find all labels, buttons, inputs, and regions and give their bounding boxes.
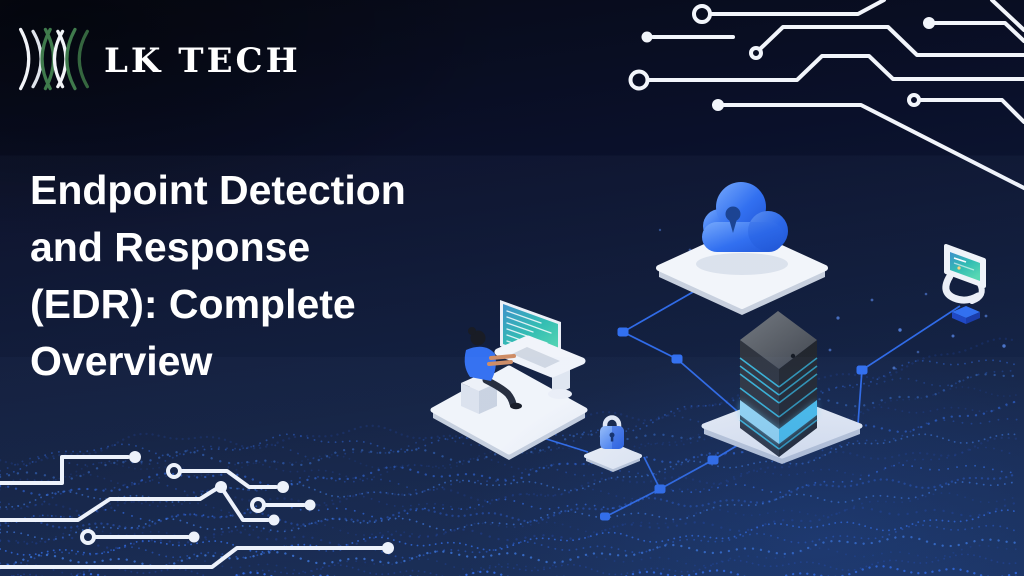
- brand-logo: LK TECH: [13, 18, 301, 100]
- workstation-platform: [430, 300, 588, 460]
- cloud-platform: [656, 182, 828, 315]
- title-line-3: (EDR): Complete: [30, 281, 356, 327]
- server-platform: [701, 311, 863, 464]
- page-title: Endpoint Detection and Response (EDR): C…: [30, 162, 480, 390]
- cloud-keyhole-icon: [702, 182, 788, 252]
- padlock-icon: [600, 415, 624, 449]
- title-line-1: Endpoint Detection: [30, 167, 406, 213]
- endpoint-monitor-icon: [942, 244, 986, 324]
- analyst-person-icon: [464, 327, 522, 410]
- network-connector-lines: [539, 287, 961, 521]
- title-line-2: and Response: [30, 224, 311, 270]
- padlock-platform: [584, 415, 642, 472]
- brand-name: LK TECH: [104, 41, 301, 81]
- soundwave-arcs-icon: [19, 27, 89, 91]
- circuit-trace-icon: [628, 0, 1024, 190]
- server-stack-icon: [739, 311, 818, 457]
- analyst-workstation-icon: [461, 300, 586, 414]
- circuit-trace-icon: [0, 451, 394, 569]
- title-line-4: Overview: [30, 338, 213, 384]
